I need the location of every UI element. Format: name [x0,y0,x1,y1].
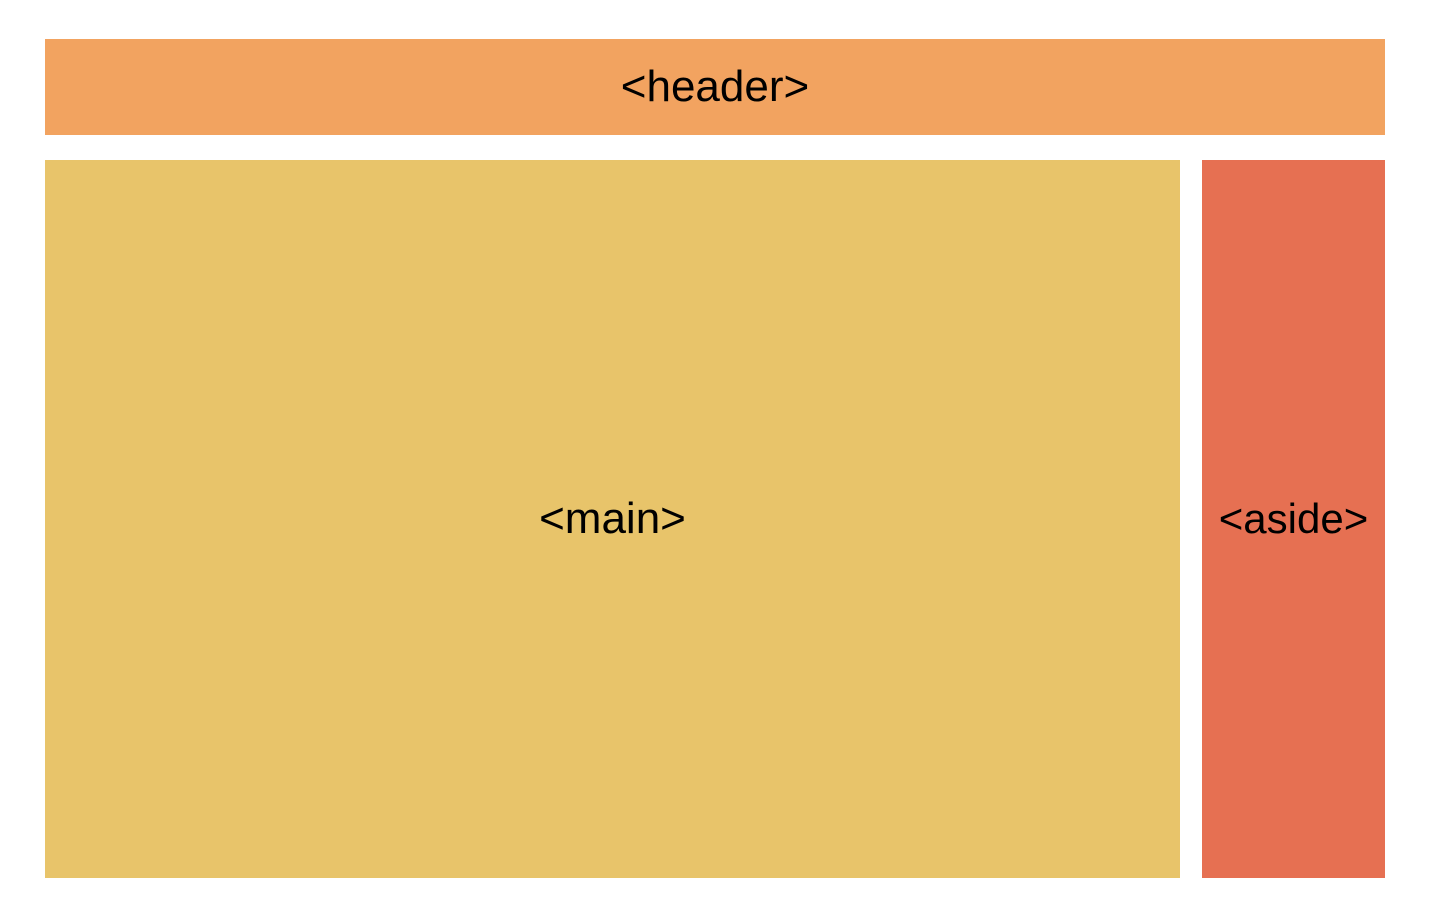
main-region: <main> [45,160,1180,878]
header-region: <header> [45,39,1385,135]
aside-region: <aside> [1202,160,1385,878]
header-label: <header> [620,62,810,111]
main-label: <main> [539,494,686,543]
aside-label: <aside> [1218,495,1369,542]
